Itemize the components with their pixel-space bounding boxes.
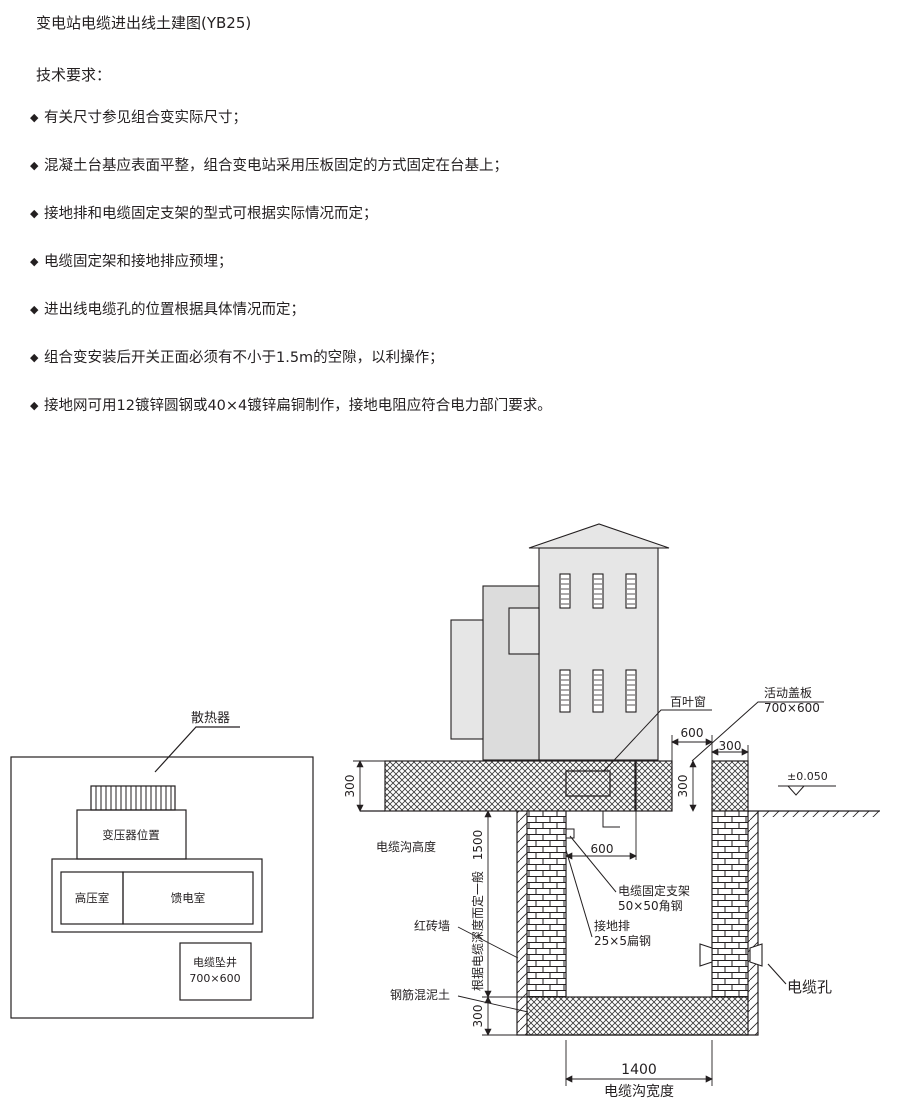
brick-leader [457,926,519,959]
depth-note: 根据电缆深度而定一般 [470,871,485,991]
callouts [603,701,836,796]
concrete-leader [457,995,529,1013]
dim-600-top: 600 [681,726,704,740]
vent-slats [561,578,635,706]
bracket-leader [569,835,617,893]
requirement-text: 混凝土台基应表面平整，组合变电站采用压板固定的方式固定在台基上； [44,158,508,174]
bullet-diamond-icon: ◆ [30,255,39,268]
dimensions [353,735,749,1086]
requirements-heading: 技术要求： [36,66,112,84]
radiator-fins [95,786,172,810]
dim-600-bracket: 600 [591,842,614,856]
dim-1400: 1400 [621,1062,657,1078]
switchgear-outer [51,858,263,933]
radiator-label: 散热器 [191,711,230,726]
bullet-diamond-icon: ◆ [30,111,39,124]
requirement-text: 组合变安装后开关正面必须有不小于1.5m的空隙，以利操作； [44,350,444,366]
cable-pit-label: 电缆坠井 [193,955,237,969]
louver-block [565,770,611,797]
requirement-text: 接地排和电缆固定支架的型式可根据实际情况而定； [44,206,378,222]
substation-cabinet [450,523,670,761]
dim-300-top: 300 [719,739,742,753]
requirement-item: ◆ 接地排和电缆固定支架的型式可根据实际情况而定； [30,204,552,252]
requirement-item: ◆ 接地网可用12镀锌圆钢或40×4镀锌扁铜制作，接地电阻应符合电力部门要求。 [30,396,552,444]
trench-height-label: 电缆沟高度 [376,839,436,854]
bullet-diamond-icon: ◆ [30,351,39,364]
cover-support [711,760,749,812]
requirement-item: ◆ 混凝土台基应表面平整，组合变电站采用压板固定的方式固定在台基上； [30,156,552,204]
brick-wall-right [711,810,749,998]
requirement-item: ◆ 组合变安装后开关正面必须有不小于1.5m的空隙，以利操作； [30,348,552,396]
transformer-label: 变压器位置 [102,828,160,842]
bullet-diamond-icon: ◆ [30,207,39,220]
bracket-label: 电缆固定支架 [618,883,690,898]
cover-size: 700×600 [764,701,820,715]
page-title: 变电站电缆进出线土建图(YB25) [36,14,252,32]
louver-label: 百叶窗 [670,695,706,709]
cable-pit [179,942,252,1001]
bullet-diamond-icon: ◆ [30,303,39,316]
requirement-item: ◆ 有关尺寸参见组合变实际尺寸； [30,108,552,156]
ground-bar-leader [565,849,593,938]
foundation [360,760,880,1036]
requirements-list: ◆ 有关尺寸参见组合变实际尺寸； ◆ 混凝土台基应表面平整，组合变电站采用压板固定的方… [30,108,552,444]
bracket-spec: 50×50角钢 [618,899,683,913]
requirement-text: 有关尺寸参见组合变实际尺寸； [44,110,247,126]
bullet-diamond-icon: ◆ [30,159,39,172]
dim-300-bottom: 300 [471,1005,485,1028]
cable-hole-label: 电缆孔 [787,978,832,996]
level-mark: ±0.050 [787,770,828,783]
dim-1500: 1500 [471,830,485,861]
cable-hole [699,943,787,985]
cable-pit-size: 700×600 [189,972,240,985]
cabinet-vents [559,573,637,713]
feeder-room-label: 馈电室 [171,891,206,905]
radiator [90,785,176,811]
brick-wall-left [526,810,567,998]
requirement-text: 进出线电缆孔的位置根据具体情况而定； [44,302,305,318]
side-panel [508,607,540,655]
earth-right [748,811,758,1035]
dim-300-right: 300 [676,775,690,798]
concrete-base [526,996,749,1036]
level-triangle [787,785,805,796]
requirement-text: 电缆固定架和接地排应预埋； [44,254,233,270]
plan-view [10,726,314,1019]
feeder-room [122,871,254,925]
cable-bracket [565,811,620,938]
concrete-label: 钢筋混泥土 [390,987,450,1002]
trench-width-label: 电缆沟宽度 [604,1083,674,1100]
hv-room-label: 高压室 [75,891,110,905]
cover-leader [691,701,824,762]
ground-bar-label: 接地排 [594,918,630,933]
radiator-leader [154,726,240,773]
requirement-text: 接地网可用12镀锌圆钢或40×4镀锌扁铜制作，接地电阻应符合电力部门要求。 [44,398,552,414]
plan-outline [10,756,314,1019]
earth-left [517,811,527,1035]
bullet-diamond-icon: ◆ [30,399,39,412]
dim-300-slab: 300 [343,775,357,798]
louver-leader [603,709,712,772]
requirement-item: ◆ 电缆固定架和接地排应预埋； [30,252,552,300]
requirement-item: ◆ 进出线电缆孔的位置根据具体情况而定； [30,300,552,348]
cabinet-roof [528,523,670,549]
brick-wall-label: 红砖墙 [414,918,450,933]
radiator-side [450,619,484,740]
cover-label: 活动盖板 [764,686,812,700]
slab-edge [635,760,673,812]
ground-bar-spec: 25×5扁钢 [594,934,651,948]
